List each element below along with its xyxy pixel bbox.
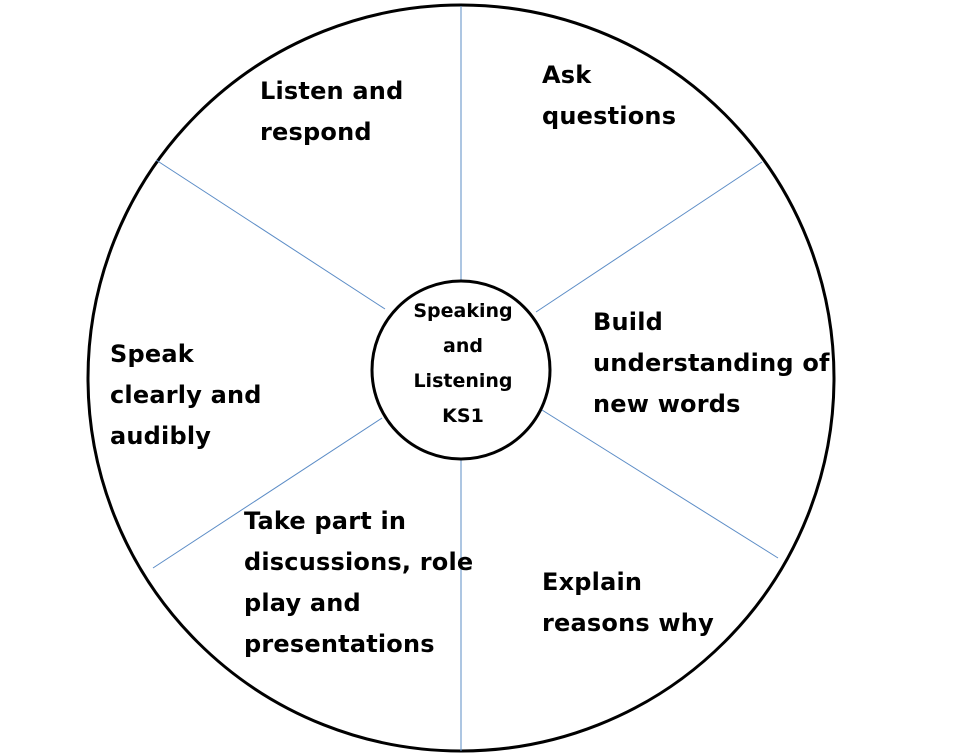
divider-lower-left bbox=[152, 417, 383, 569]
segment-speak-clearly: Speak clearly and audibly bbox=[110, 334, 262, 457]
center-title-line: Listening bbox=[413, 370, 513, 392]
divider-lower-right bbox=[541, 409, 779, 559]
segment-line: play and bbox=[244, 589, 361, 617]
center-circle bbox=[370, 279, 552, 461]
segment-line: Ask bbox=[542, 61, 592, 89]
segment-ask-questions: Ask questions bbox=[542, 55, 676, 137]
segment-take-part: Take part in discussions, role play and … bbox=[244, 501, 473, 665]
center-title-line: Speaking bbox=[413, 300, 513, 322]
segment-line: Build bbox=[593, 308, 664, 336]
segment-line: Take part in bbox=[244, 507, 407, 535]
segment-line: Listen and bbox=[260, 77, 404, 105]
segment-line: respond bbox=[260, 118, 372, 146]
segment-build-understanding: Build understanding of new words bbox=[593, 302, 830, 425]
segment-listen-and-respond: Listen and respond bbox=[260, 71, 403, 153]
segment-line: reasons why bbox=[542, 609, 714, 637]
segment-line: new words bbox=[593, 390, 741, 418]
divider-upper-left bbox=[155, 159, 386, 310]
segment-explain-reasons: Explain reasons why bbox=[542, 562, 714, 644]
center-title-line: and bbox=[443, 335, 483, 357]
segment-line: Speak bbox=[110, 340, 194, 368]
center-title-line: KS1 bbox=[442, 405, 484, 427]
center-title: Speaking and Listening KS1 bbox=[370, 294, 556, 434]
segment-line: presentations bbox=[244, 630, 435, 658]
segment-line: understanding of bbox=[593, 349, 830, 377]
segment-line: clearly and bbox=[110, 381, 262, 409]
segment-line: questions bbox=[542, 102, 677, 130]
segment-line: Explain bbox=[542, 568, 643, 596]
segment-line: discussions, role bbox=[244, 548, 474, 576]
divider-upper-right bbox=[535, 161, 763, 313]
segment-line: audibly bbox=[110, 422, 212, 450]
